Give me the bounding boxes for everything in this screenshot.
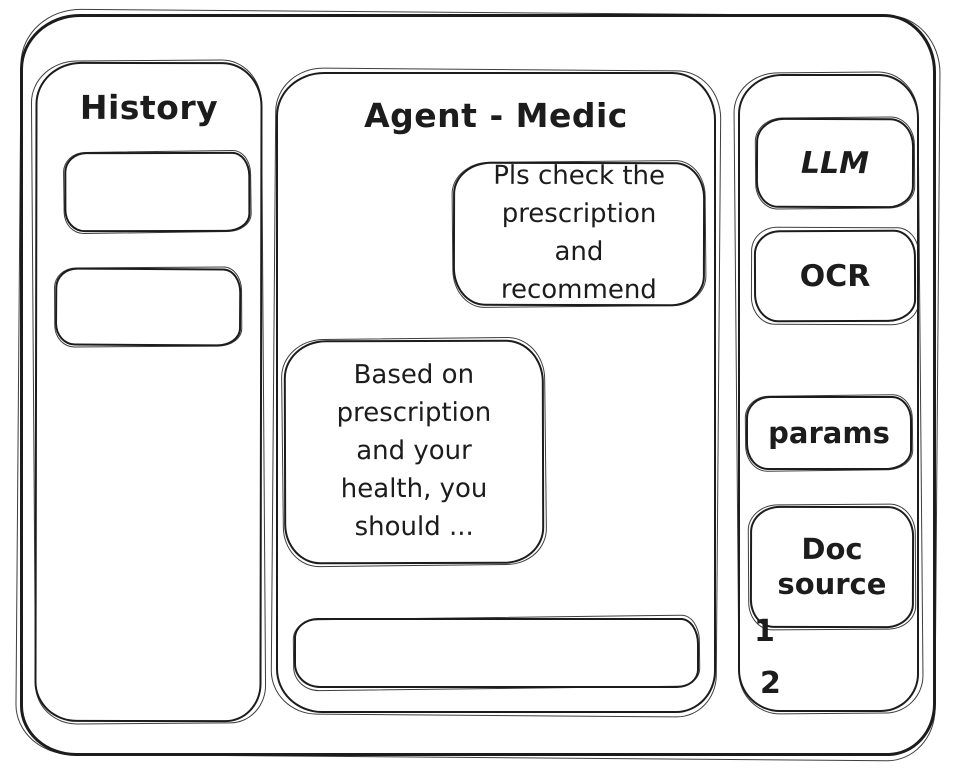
doc-source-item-number-2: 2 bbox=[760, 666, 781, 701]
ocr-button[interactable]: OCR bbox=[753, 229, 917, 323]
doc-source-button-label: Doc source bbox=[777, 532, 887, 602]
doc-source-button[interactable]: Doc source bbox=[749, 505, 915, 629]
history-panel: History bbox=[34, 61, 263, 723]
chat-title: Agent - Medic bbox=[364, 96, 628, 135]
doc-source-item-number-1: 1 bbox=[754, 614, 775, 649]
message-input[interactable] bbox=[296, 620, 697, 686]
history-item[interactable] bbox=[54, 267, 242, 347]
assistant-message-text: Based on prescription and your health, y… bbox=[336, 359, 492, 543]
params-button-label: params bbox=[768, 416, 890, 450]
ocr-button-label: OCR bbox=[799, 258, 871, 294]
message-input-bar bbox=[294, 618, 699, 688]
history-item[interactable] bbox=[64, 151, 251, 233]
user-message-text: Pls check the prescription and recommend bbox=[493, 160, 666, 306]
history-title: History bbox=[79, 87, 219, 128]
chat-panel: Agent - Medic Pls check the prescription… bbox=[276, 72, 716, 713]
assistant-message-bubble: Based on prescription and your health, y… bbox=[283, 339, 545, 565]
llm-button-label: LLM bbox=[800, 145, 870, 181]
llm-button[interactable]: LLM bbox=[755, 117, 915, 209]
user-message-bubble: Pls check the prescription and recommend bbox=[452, 161, 706, 307]
params-button[interactable]: params bbox=[746, 396, 912, 470]
tools-panel: LLM OCR params Doc source 1 2 bbox=[738, 74, 919, 712]
